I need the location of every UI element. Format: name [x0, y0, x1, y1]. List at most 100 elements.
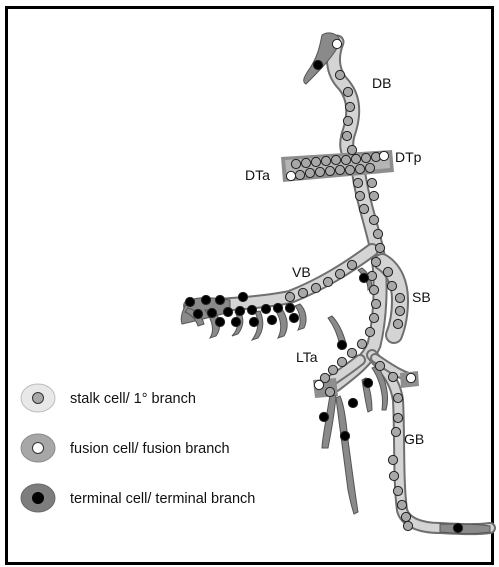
stalk-cell-nucleus [395, 293, 404, 302]
terminal-cell-nucleus [201, 295, 210, 304]
terminal-cell-nucleus [247, 305, 256, 314]
stalk-cell-nucleus [388, 372, 397, 381]
stalk-cell-nucleus [355, 191, 364, 200]
terminal-cell-nucleus [207, 308, 216, 317]
terminal-cell-nucleus [231, 317, 240, 326]
terminal-cell-nucleus [261, 304, 270, 313]
stalk-cell-nucleus [401, 512, 410, 521]
stalk-cell-nucleus [361, 153, 370, 162]
terminal-cell-nucleus [363, 378, 372, 387]
terminal-cell-nucleus [215, 295, 224, 304]
stalk-cell-nucleus [305, 168, 314, 177]
stalk-cell-nucleus [298, 288, 307, 297]
figure-frame [7, 8, 493, 564]
label-dta: DTa [245, 167, 270, 183]
stalk-cell-nucleus [291, 159, 300, 168]
stalk-cell-nucleus [335, 269, 344, 278]
stalk-cell-nucleus [345, 102, 354, 111]
terminal-cell-nucleus [267, 315, 276, 324]
terminal-cell-nucleus [238, 292, 247, 301]
label-sb: SB [412, 289, 431, 305]
stalk-cell-nucleus [347, 348, 356, 357]
stalk-cell-nucleus [365, 327, 374, 336]
stalk-cell-nucleus [301, 158, 310, 167]
stalk-cell-nucleus [335, 70, 344, 79]
stalk-cell-nucleus [388, 455, 397, 464]
terminal-cell-nucleus [235, 306, 244, 315]
stalk-cell-nucleus [393, 413, 402, 422]
stalk-cell-nucleus [311, 157, 320, 166]
stalk-cell-nucleus [325, 387, 334, 396]
terminal-cell-nucleus [215, 317, 224, 326]
fusion-cell-nucleus [406, 373, 415, 382]
stalk-cell-nucleus [342, 131, 351, 140]
terminal-cell-nucleus [348, 398, 357, 407]
legend-stalk-label: stalk cell/ 1° branch [70, 391, 196, 407]
legend-fusion-label: fusion cell/ fusion branch [70, 441, 230, 457]
stalk-cell-nucleus [369, 215, 378, 224]
stalk-cell-nucleus [383, 267, 392, 276]
terminal-cell-nucleus [319, 412, 328, 421]
stalk-cell-nucleus [347, 260, 356, 269]
terminal-cell-nucleus [313, 60, 322, 69]
stalk-cell-nucleus [311, 283, 320, 292]
stalk-cell-nucleus [347, 145, 356, 154]
terminal-cell-nucleus [340, 431, 349, 440]
stalk-cell-nucleus [341, 155, 350, 164]
terminal-cell-nucleus [249, 317, 258, 326]
legend-terminal-label: terminal cell/ terminal branch [70, 491, 255, 507]
stalk-cell-nucleus [387, 281, 396, 290]
fusion-cell-nucleus [332, 39, 341, 48]
stalk-cell-nucleus [391, 427, 400, 436]
stalk-cell-nucleus [295, 170, 304, 179]
stalk-cell-nucleus [337, 357, 346, 366]
stalk-cell-nucleus [357, 339, 366, 348]
terminal-cell-nucleus [185, 297, 194, 306]
label-db: DB [372, 75, 391, 91]
stalk-cell-nucleus [393, 319, 402, 328]
stalk-cell-nucleus [369, 191, 378, 200]
stalk-cell-nucleus [371, 299, 380, 308]
stalk-cell-nucleus [375, 361, 384, 370]
terminal-cell-nucleus [453, 523, 462, 532]
stalk-cell-nucleus [373, 229, 382, 238]
stalk-cell-nucleus [367, 178, 376, 187]
terminal-cell-nucleus [359, 273, 368, 282]
stalk-cell-nucleus [331, 155, 340, 164]
stalk-cell-nucleus [403, 521, 412, 530]
stalk-cell-nucleus [395, 306, 404, 315]
stalk-cell-nucleus [353, 178, 362, 187]
terminal-cell-nucleus [273, 303, 282, 312]
stalk-cell-nucleus [321, 156, 330, 165]
stalk-cell-nucleus [343, 87, 352, 96]
stalk-cell-nucleus [389, 471, 398, 480]
fusion-cell-nucleus [286, 171, 295, 180]
stalk-cell-nucleus [369, 285, 378, 294]
label-vb: VB [292, 264, 311, 280]
label-dtp: DTp [395, 149, 422, 165]
stalk-cell-nucleus [359, 204, 368, 213]
stalk-cell-nucleus [355, 164, 364, 173]
stalk-cell-nucleus [325, 166, 334, 175]
fusion-cell-nucleus [314, 380, 323, 389]
terminal-cell-nucleus [289, 313, 298, 322]
terminal-cell-nucleus [223, 307, 232, 316]
stalk-cell-nucleus [397, 500, 406, 509]
stalk-cell-nucleus [375, 243, 384, 252]
stalk-cell-nucleus [393, 486, 402, 495]
terminal-cell-nucleus [285, 303, 294, 312]
terminal-cell-nucleus [193, 309, 202, 318]
label-gb: GB [404, 431, 424, 447]
stalk-cell-nucleus [343, 116, 352, 125]
stalk-cell-nucleus [369, 313, 378, 322]
stalk-cell-nucleus [371, 257, 380, 266]
label-lta: LTa [296, 349, 318, 365]
fusion-cell-nucleus [379, 151, 388, 160]
stalk-cell-nucleus [345, 165, 354, 174]
stalk-cell-nucleus [365, 163, 374, 172]
stalk-cell-nucleus [351, 154, 360, 163]
stalk-cell-nucleus [285, 292, 294, 301]
stalk-cell-nucleus [315, 167, 324, 176]
stalk-cell-nucleus [328, 365, 337, 374]
